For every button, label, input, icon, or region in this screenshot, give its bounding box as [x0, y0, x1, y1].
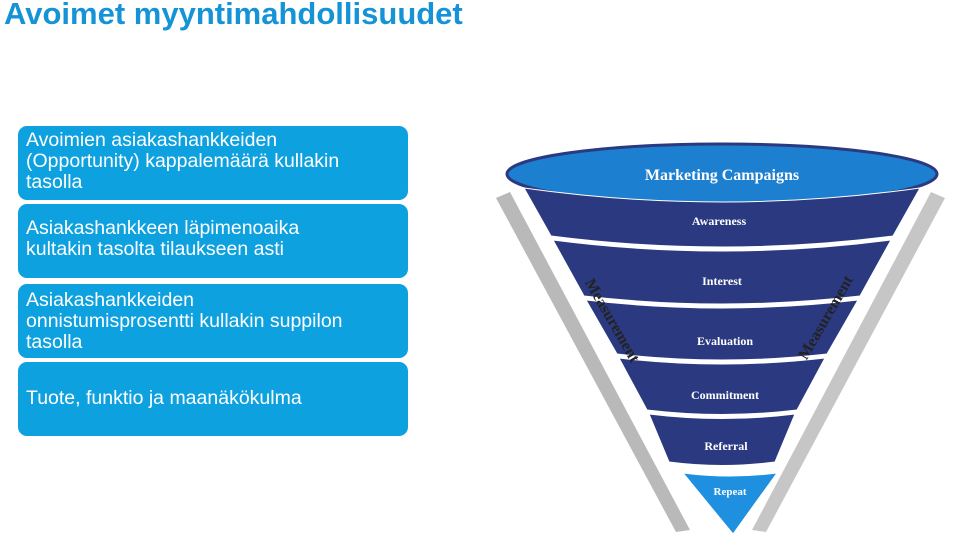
funnel-stage-interest — [552, 239, 892, 305]
left-side-band — [496, 192, 690, 532]
stage-label-awareness: Awareness — [692, 214, 747, 228]
funnel-tip-repeat — [681, 472, 779, 535]
funnel-stage-awareness — [523, 187, 921, 248]
info-box-text: Avoimien asiakashankkeiden (Opportunity)… — [26, 129, 340, 193]
stage-label-referral: Referral — [704, 439, 748, 453]
stage-label-interest: Interest — [702, 274, 742, 288]
stage-label-evaluation: Evaluation — [697, 334, 753, 348]
info-box-text: Asiakashankkeiden onnistumisprosentti ku… — [26, 289, 343, 353]
info-box-lead-time: Asiakashankkeen läpimenoaika kultakin ta… — [18, 204, 408, 278]
page-title: Avoimet myyntimahdollisuudet — [4, 0, 463, 31]
sales-funnel-diagram: Marketing Campaigns Awareness Interest E… — [496, 142, 945, 535]
stage-label-commitment: Commitment — [691, 388, 759, 402]
funnel-top-label: Marketing Campaigns — [645, 167, 799, 184]
info-box-success-rate: Asiakashankkeiden onnistumisprosentti ku… — [18, 284, 408, 358]
tip-label-repeat: Repeat — [714, 486, 747, 498]
funnel-stage-commitment — [618, 357, 826, 415]
info-box-product-view: Tuote, funktio ja maanäkökulma — [18, 362, 408, 436]
info-box-opportunity-count: Avoimien asiakashankkeiden (Opportunity)… — [18, 126, 408, 200]
right-side-band — [752, 192, 945, 532]
info-box-text: Tuote, funktio ja maanäkökulma — [26, 387, 302, 409]
funnel-stage-referral — [648, 413, 796, 466]
funnel-stage-evaluation — [585, 299, 859, 361]
info-box-text: Asiakashankkeen läpimenoaika kultakin ta… — [26, 217, 300, 260]
